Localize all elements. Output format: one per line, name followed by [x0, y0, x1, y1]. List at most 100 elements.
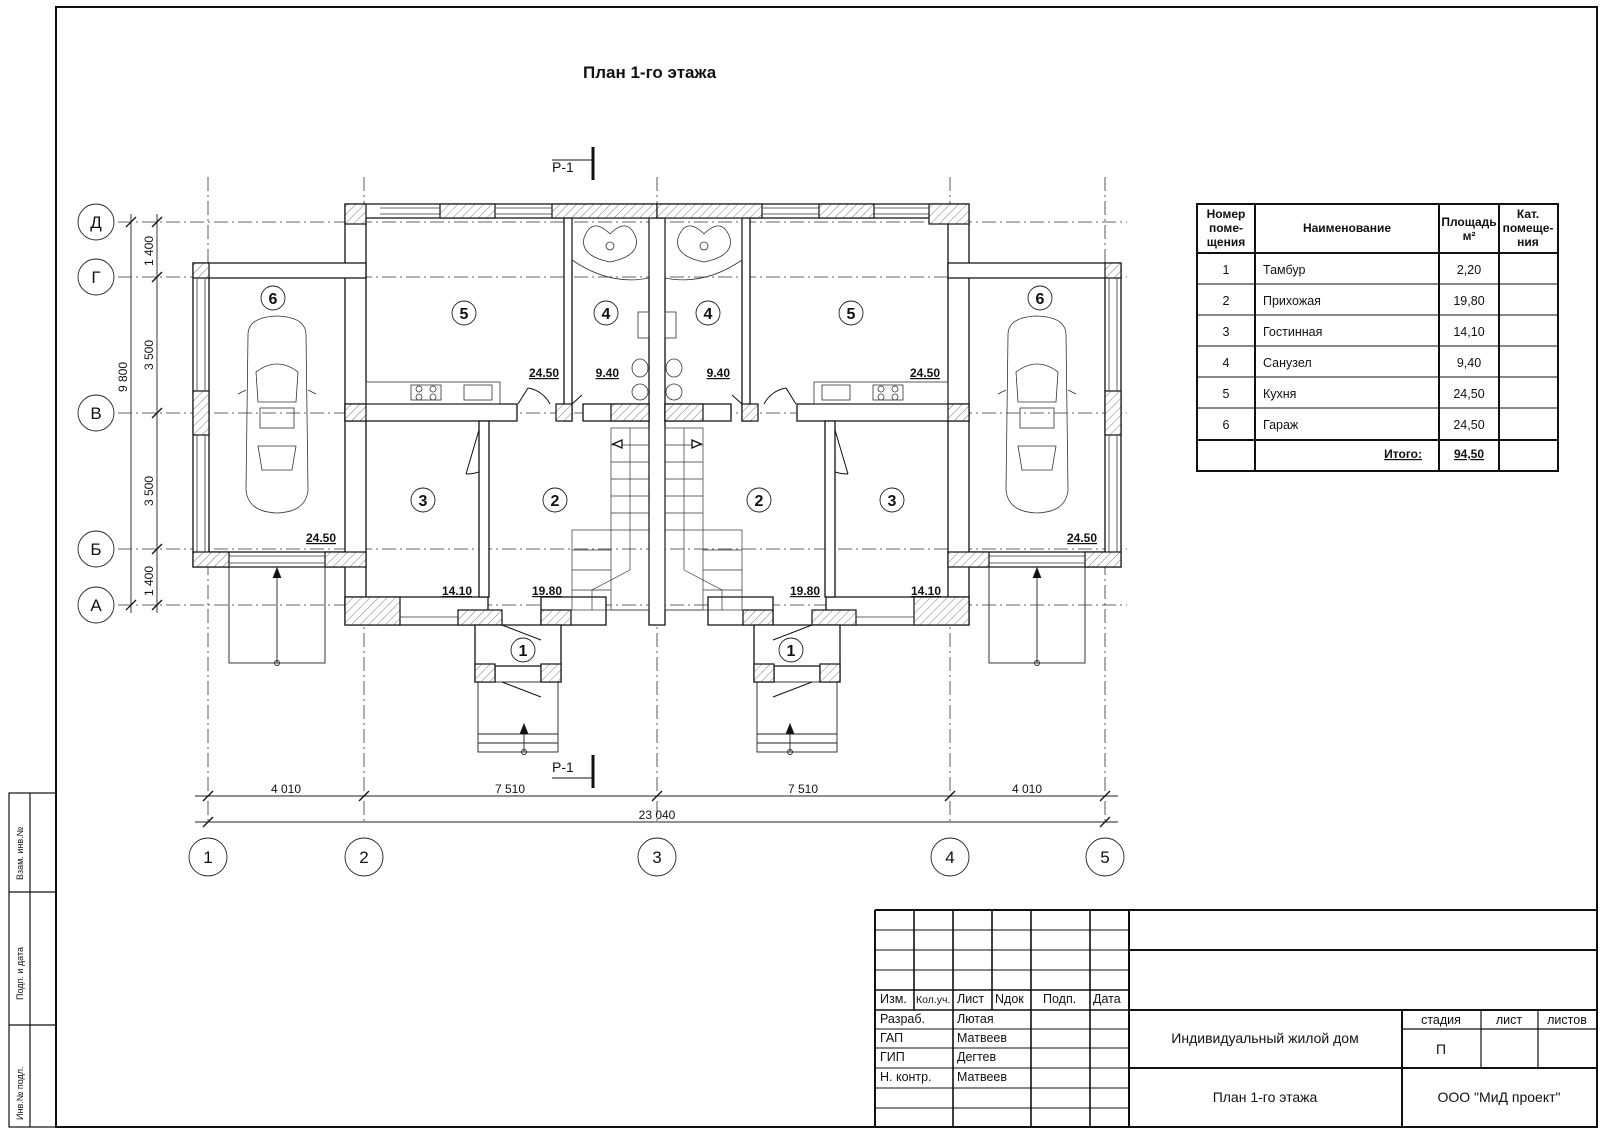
col-header-num-2: поме-: [1209, 221, 1243, 235]
cell-area: 24,50: [1453, 387, 1484, 401]
col-kol-uch: Кол.уч.: [916, 994, 950, 1006]
room-number: 2: [755, 493, 764, 510]
bottom-dimensions: 4 010 7 510 7 510 4 010 23 040: [195, 782, 1118, 828]
axis-label-5: 5: [1100, 848, 1109, 867]
stage-header: стадия: [1421, 1013, 1461, 1027]
axis-marker: [637, 837, 677, 877]
sheet-title: План 1-го этажа: [1213, 1089, 1318, 1105]
room-marker-living-right: 3 14.10: [879, 487, 941, 598]
col-header-cat-1: Кат.: [1517, 207, 1539, 221]
cell-num: 3: [1223, 325, 1230, 339]
car-icon: [237, 315, 317, 514]
name-gip: Дегтев: [957, 1050, 997, 1064]
room-marker-living-left: 3 14.10: [410, 487, 472, 598]
axis-label-d: Д: [90, 213, 102, 232]
room-number: 1: [787, 643, 796, 660]
role-gap: ГАП: [880, 1031, 903, 1045]
axis-label-2: 2: [359, 848, 368, 867]
axis-marker: [77, 530, 115, 568]
cell-num: 1: [1223, 263, 1230, 277]
room-marker-vestibule-right: 1: [778, 637, 804, 663]
room-area: 24.50: [910, 366, 940, 380]
side-stamp: Взам. инв.№ Подп. и дата Инв.№ подл.: [8, 792, 57, 1128]
row-axis-markers: Д Г В Б А: [77, 203, 115, 624]
room-number: 5: [460, 306, 469, 323]
cell-name: Гараж: [1263, 418, 1299, 432]
room-area: 14.10: [442, 584, 472, 598]
stamp-sign-date: Подп. и дата: [15, 947, 25, 1000]
stage-value: П: [1436, 1041, 1446, 1057]
col-header-cat-2: помеще-: [1503, 221, 1554, 235]
dim-2-3: 7 510: [495, 782, 525, 796]
dim-3-4: 7 510: [788, 782, 818, 796]
bathroom-fixtures: [571, 217, 743, 401]
name-gap: Матвеев: [957, 1031, 1007, 1045]
cell-area: 14,10: [1453, 325, 1484, 339]
cell-num: 4: [1223, 356, 1230, 370]
cell-name: Кухня: [1263, 387, 1296, 401]
axis-label-1: 1: [203, 848, 212, 867]
column-axis-markers: 1 2 3 4 5: [188, 837, 1125, 877]
room-area: 19.80: [532, 584, 562, 598]
room-marker-kitchen-right: 5 24.50: [838, 300, 940, 380]
dim-left-total: 9 800: [116, 362, 130, 392]
name-razrab: Лютая: [957, 1012, 994, 1026]
col-header-area-1: Площадь: [1441, 215, 1496, 229]
axis-label-3: 3: [652, 848, 661, 867]
company-name: ООО "МиД проект": [1438, 1089, 1561, 1105]
room-number: 2: [551, 493, 560, 510]
axis-marker: [77, 394, 115, 432]
room-number: 5: [847, 306, 856, 323]
room-marker-kitchen-left: 5 24.50: [451, 300, 559, 380]
role-razrab: Разраб.: [880, 1012, 925, 1026]
dim-4-5: 4 010: [1012, 782, 1042, 796]
stamp-orig-inv: Инв.№ подл.: [15, 1066, 25, 1120]
total-label: Итого:: [1384, 447, 1422, 461]
col-data: Дата: [1093, 992, 1121, 1006]
table-row: 3 Гостинная 14,10: [1223, 325, 1485, 339]
section-label-bottom: Р-1: [552, 759, 574, 775]
sheets-header: листов: [1547, 1013, 1587, 1027]
cell-name: Санузел: [1263, 356, 1312, 370]
room-number: 4: [704, 306, 713, 323]
cell-name: Прихожая: [1263, 294, 1321, 308]
col-header-num-3: щения: [1207, 235, 1245, 249]
room-marker-vestibule-left: 1: [510, 637, 536, 663]
room-area: 24.50: [529, 366, 559, 380]
axis-marker: [77, 586, 115, 624]
axis-label-b: Б: [90, 540, 101, 559]
col-header-name: Наименование: [1303, 221, 1391, 235]
axis-marker: [77, 258, 115, 296]
axis-label-a: А: [90, 596, 102, 615]
col-header-area-2: м²: [1463, 229, 1476, 243]
room-markers: 6 24.50 5 24.50 4 9.40 4 9.40 5 24.50 6 …: [260, 285, 1097, 663]
room-area: 14.10: [911, 584, 941, 598]
axis-label-g: Г: [91, 268, 100, 287]
room-number: 6: [1036, 291, 1045, 308]
dim-total: 23 040: [639, 808, 676, 822]
left-dimensions: 1 400 3 500 3 500 1 400 9 800: [116, 214, 163, 613]
table-row: 5 Кухня 24,50: [1223, 387, 1485, 401]
room-number: 6: [269, 291, 278, 308]
room-marker-hall-left: 2 19.80: [532, 487, 568, 598]
role-gip: ГИП: [880, 1050, 905, 1064]
room-area: 24.50: [306, 531, 336, 545]
axis-marker: [930, 837, 970, 877]
room-marker-garage-right: 6 24.50: [1027, 285, 1097, 545]
col-list: Лист: [957, 992, 984, 1006]
room-marker-garage-left: 6 24.50: [260, 285, 336, 545]
role-nkontr: Н. контр.: [880, 1070, 932, 1084]
sheet-frame: [55, 6, 1598, 1128]
car-icon: [997, 315, 1077, 514]
cell-area: 9,40: [1457, 356, 1481, 370]
table-row: 2 Прихожая 19,80: [1223, 294, 1485, 308]
cell-area: 19,80: [1453, 294, 1484, 308]
windows: [196, 207, 1118, 618]
name-nkontr: Матвеев: [957, 1070, 1007, 1084]
building-walls: [192, 203, 1122, 683]
cell-name: Тамбур: [1263, 263, 1305, 277]
stamp-replace-inv: Взам. инв.№: [15, 826, 25, 880]
project-name: Индивидуальный жилой дом: [1171, 1030, 1358, 1046]
col-izm: Изм.: [880, 992, 907, 1006]
